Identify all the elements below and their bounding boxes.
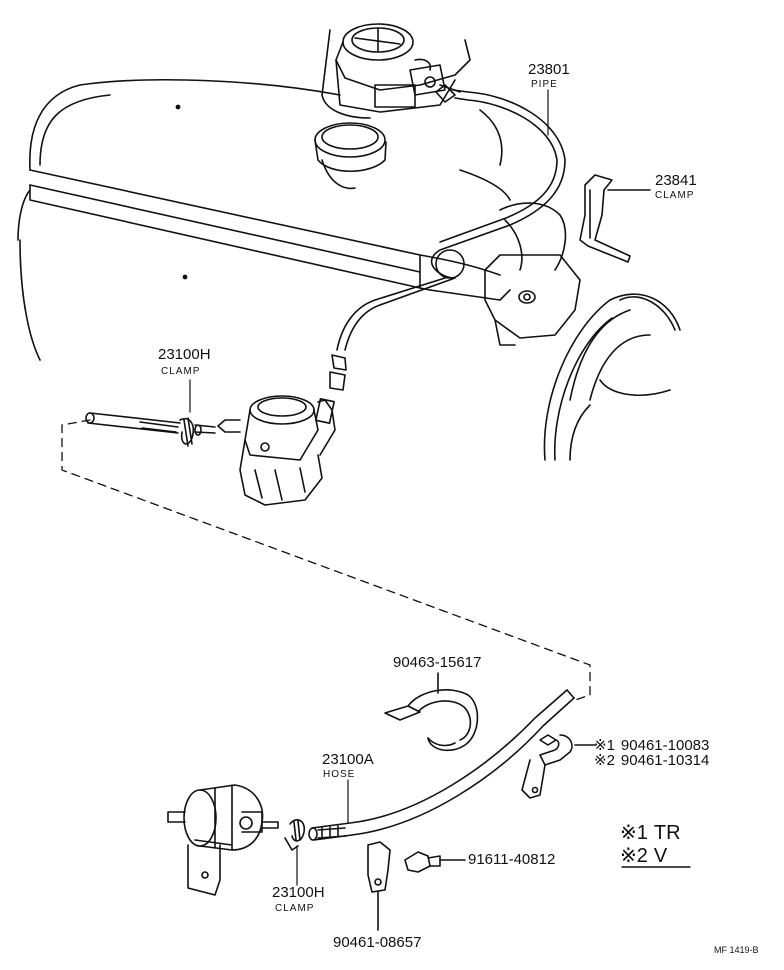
oil-filler-cap [315,123,386,188]
label-23100a-number: 23100A [322,751,374,768]
legend-1-mark: ※1 [620,822,648,844]
label-clip-note1: ※1 90461-10083 [594,738,709,754]
clamp-bracket-23841 [580,175,650,262]
label-23841-number: 23841 [655,172,697,189]
label-23100h-bottom-number: 23100H [272,884,325,901]
label-23801-number: 23801 [528,61,570,78]
figure-code: MF 1419-B [714,945,759,955]
fuel-pipe [330,85,565,390]
note1-mark: ※1 [594,737,615,754]
note2-number: 90461-10314 [620,752,710,769]
label-23100h-top-number: 23100H [158,346,211,363]
fuel-hose-top [86,413,215,446]
clamp-23100h-lower [285,820,304,850]
bolt-91611 [405,852,465,872]
label-91611-number: 91611-40812 [468,851,556,868]
engine-valve-cover [18,80,510,360]
clamp-90463 [385,673,477,750]
note2-mark: ※2 [594,752,615,769]
label-23841-name: CLAMP [655,190,695,201]
label-23100h-bottom-name: CLAMP [275,903,315,914]
label-23100a-name: HOSE [323,769,356,780]
carburetor [322,24,470,118]
thermostat-housing [485,203,580,345]
leader-lines-lower [297,780,348,885]
fan-belt [544,294,680,460]
leader-lines-upper [190,90,548,412]
label-23801-name: PIPE [531,79,558,90]
hose-23100a [309,690,574,840]
label-90463-number: 90463-15617 [393,654,482,671]
label-90461-08657-number: 90461-08657 [333,934,422,951]
legend-2-mark: ※2 [620,845,648,867]
legend-2-text: V [653,845,668,867]
fuel-pump [218,396,335,505]
clip-90461 [522,735,595,798]
label-clip-note2: ※2 90461-10314 [594,753,709,769]
vacuum-actuator [168,785,278,895]
label-23100h-top-name: CLAMP [161,366,201,377]
dashed-connection [62,420,590,700]
legend-1-text: TR [653,822,681,844]
bracket-90461-08657 [368,842,390,930]
note1-number: 90461-10083 [620,737,710,754]
